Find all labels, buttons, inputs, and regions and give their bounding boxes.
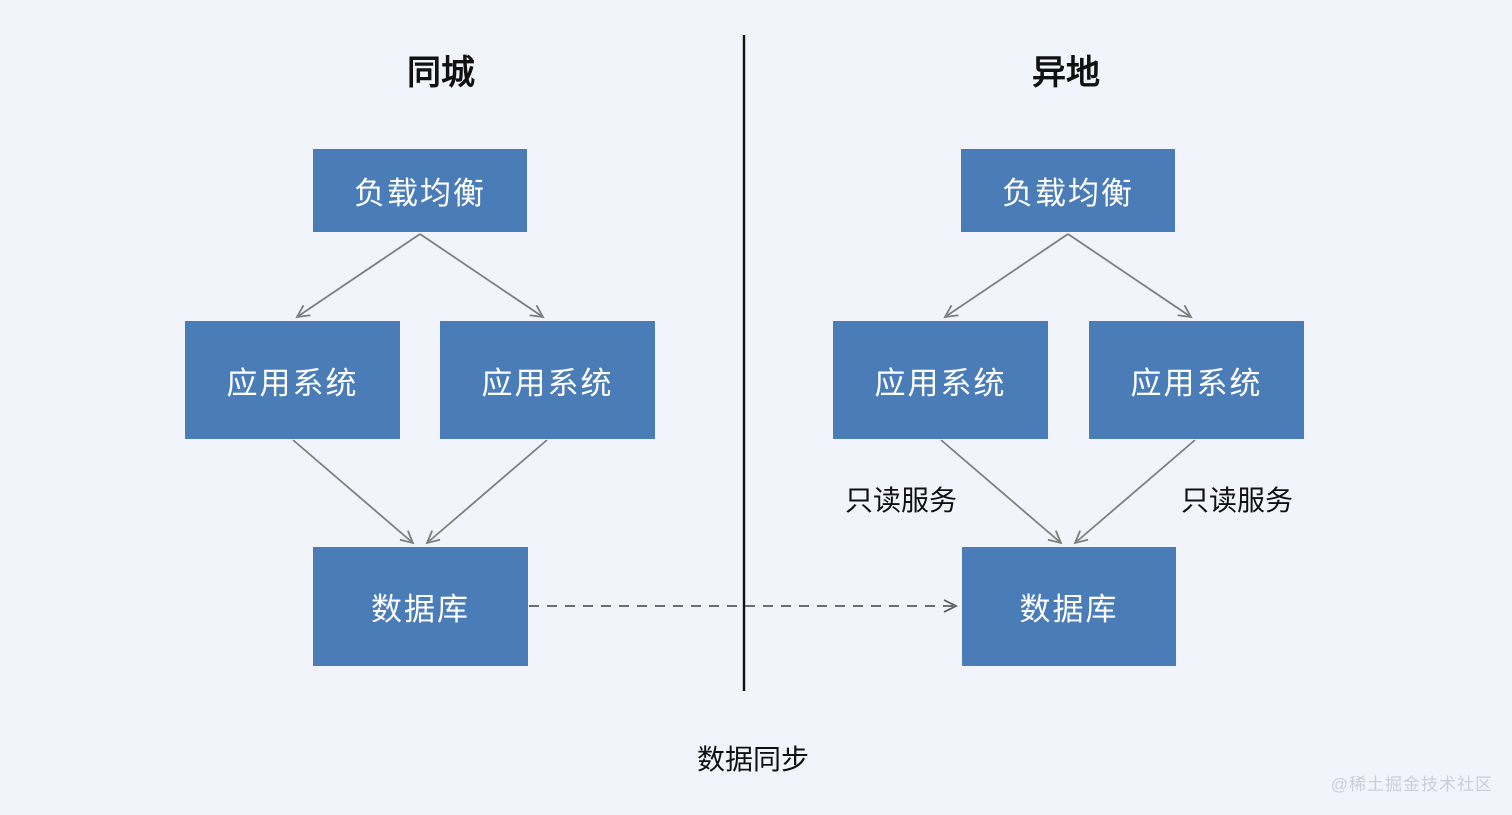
node-label: 数据库	[371, 592, 470, 627]
node-label: 应用系统	[481, 365, 614, 401]
connector-left-lb-to-app-b	[419, 233, 545, 319]
juejin-watermark: @稀土掘金技术社区	[1330, 775, 1493, 794]
region-title-remote: 异地	[1032, 54, 1100, 92]
connector-left-lb-to-app-a	[295, 233, 421, 319]
data-sync-label: 数据同步	[696, 744, 810, 775]
node-app-system-right-b: 应用系统	[1089, 321, 1304, 439]
node-label: 数据库	[1019, 592, 1119, 627]
readonly-service-label-left: 只读服务	[844, 485, 958, 516]
node-load-balancer-left: 负载均衡	[313, 149, 527, 232]
region-title-same-city: 同城	[407, 54, 475, 92]
connector-right-app-b-to-db	[1073, 439, 1196, 545]
node-database-right: 数据库	[962, 547, 1176, 666]
node-database-left: 数据库	[313, 547, 528, 666]
node-app-system-left-a: 应用系统	[185, 321, 400, 439]
node-app-system-right-a: 应用系统	[833, 321, 1048, 439]
node-load-balancer-right: 负载均衡	[961, 149, 1175, 232]
connector-right-app-a-to-db	[940, 439, 1063, 545]
connector-left-app-a-to-db	[292, 439, 415, 545]
connector-right-lb-to-app-b	[1067, 233, 1193, 319]
connector-right-lb-to-app-a	[943, 233, 1069, 319]
node-label: 应用系统	[874, 365, 1007, 401]
node-label: 应用系统	[226, 365, 359, 401]
node-label: 应用系统	[1130, 365, 1263, 401]
node-label: 负载均衡	[1002, 176, 1134, 211]
node-app-system-left-b: 应用系统	[440, 321, 655, 439]
node-label: 负载均衡	[354, 176, 486, 211]
readonly-service-label-right: 只读服务	[1180, 485, 1294, 516]
connector-left-app-b-to-db	[425, 439, 548, 545]
